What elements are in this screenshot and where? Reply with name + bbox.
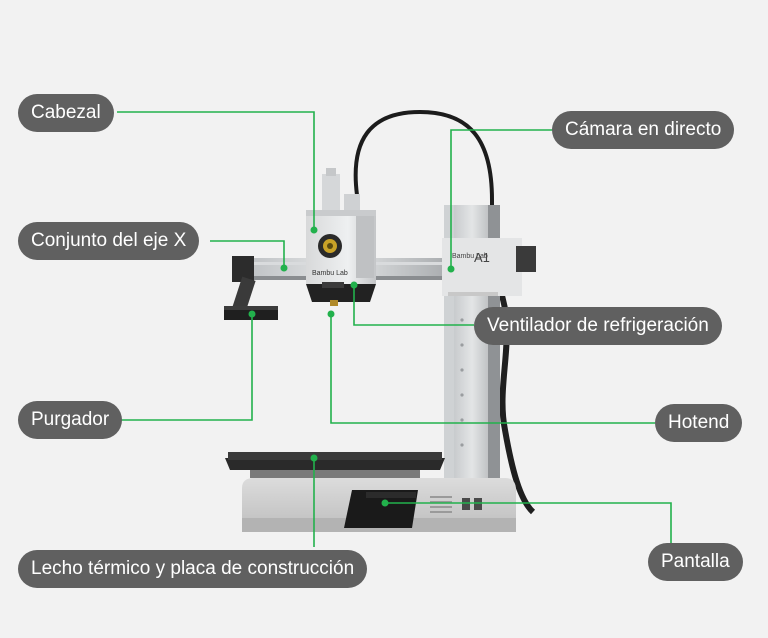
carriage-brand: Bambu Lab	[452, 253, 488, 260]
nozzle-assembly	[306, 284, 376, 302]
label-conjunto-eje-x: Conjunto del eje X	[18, 222, 200, 260]
label-ventilador: Ventilador de refrigeración	[474, 307, 722, 345]
filament-tube	[353, 109, 494, 230]
label-purgador: Purgador	[18, 401, 123, 439]
build-plate	[225, 458, 445, 470]
vent-grille	[430, 496, 452, 513]
purger-arm	[232, 276, 256, 312]
label-camara-en-directo: Cámara en directo	[552, 111, 735, 149]
column-holes	[460, 318, 464, 447]
label-lecho-termico: Lecho térmico y placa de construcción	[18, 550, 368, 588]
extruder-motor	[322, 174, 340, 214]
label-hotend: Hotend	[655, 404, 743, 442]
leader-lines	[116, 111, 672, 561]
carriage-model: A1	[474, 250, 490, 265]
leader-dots	[248, 226, 455, 507]
head-brand: Bambu Lab	[312, 270, 348, 277]
screen-panel	[344, 490, 418, 528]
z-carriage	[442, 238, 522, 296]
label-cabezal: Cabezal	[18, 94, 114, 132]
label-pantalla: Pantalla	[648, 543, 743, 581]
